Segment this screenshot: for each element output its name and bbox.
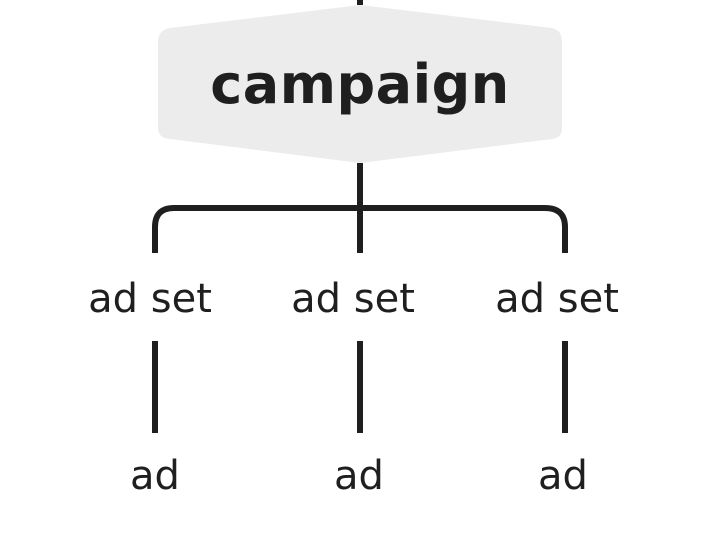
ad-node-label-1: ad [130,453,180,499]
adset-node-label-2: ad set [291,276,415,322]
ad-node-label-3: ad [538,453,588,499]
connector-bracket [152,205,568,253]
adset-node-label-3: ad set [495,276,619,322]
campaign-node-label: campaign [210,53,510,116]
ad-node-label-2: ad [334,453,384,499]
adset-node-label-1: ad set [88,276,212,322]
campaign-node-shape [158,5,562,163]
